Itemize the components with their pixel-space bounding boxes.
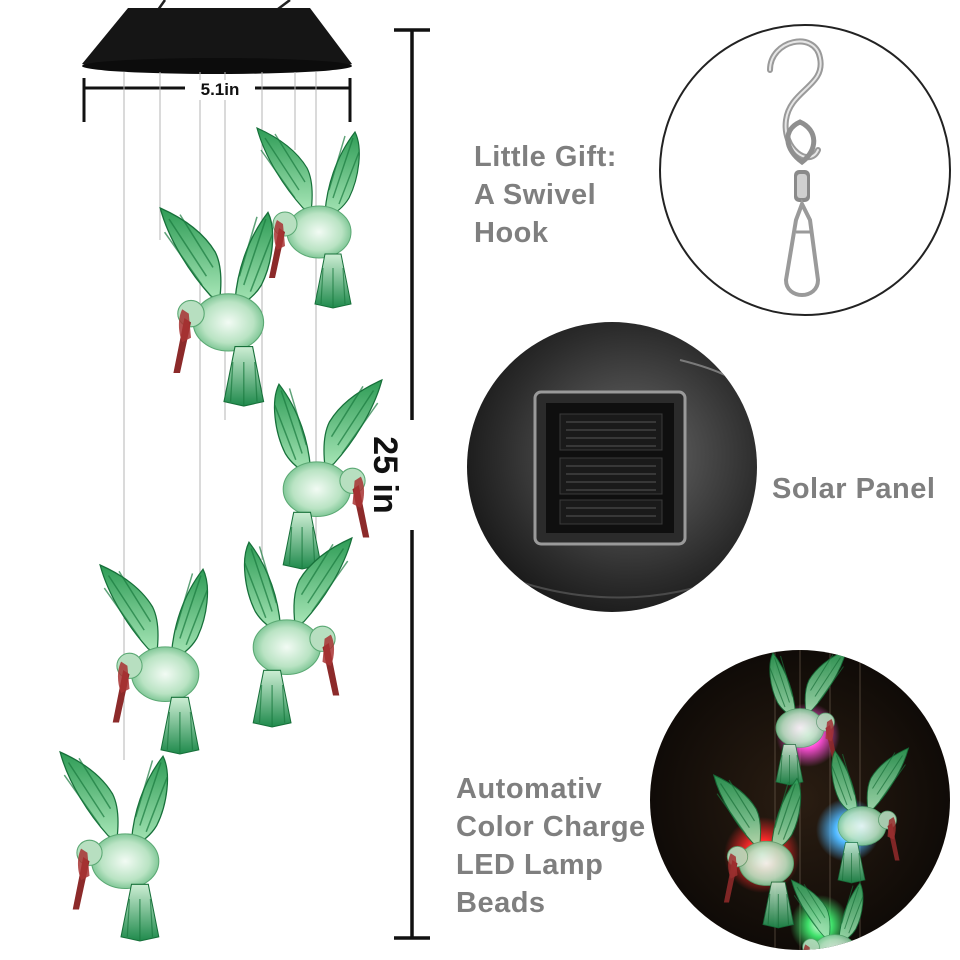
- width-label: 5.1in: [185, 80, 255, 100]
- led-caption: Automativ Color Charge LED Lamp Beads: [456, 770, 646, 922]
- led-caption-line: Automativ: [456, 773, 603, 805]
- hook-caption-line: Hook: [474, 217, 549, 249]
- hummingbird-figurines: [59, 127, 383, 942]
- hook-caption-line: A Swivel: [474, 179, 597, 211]
- led-caption-line: LED Lamp: [456, 849, 604, 881]
- swivel-hook-inset: [659, 24, 951, 316]
- height-label: 25 in: [366, 436, 404, 514]
- hook-caption-line: Little Gift:: [474, 141, 617, 173]
- solar-caption-line: Solar Panel: [772, 473, 936, 505]
- led-caption-line: Beads: [456, 887, 546, 919]
- solar-panel-inset: [467, 322, 757, 612]
- solar-caption: Solar Panel: [772, 470, 935, 508]
- hook-caption: Little Gift: A Swivel Hook: [474, 138, 617, 252]
- led-night-inset: [650, 650, 950, 950]
- led-caption-line: Color Charge: [456, 811, 646, 843]
- height-dimension-line: [392, 28, 432, 940]
- solar-cap: [82, 8, 352, 74]
